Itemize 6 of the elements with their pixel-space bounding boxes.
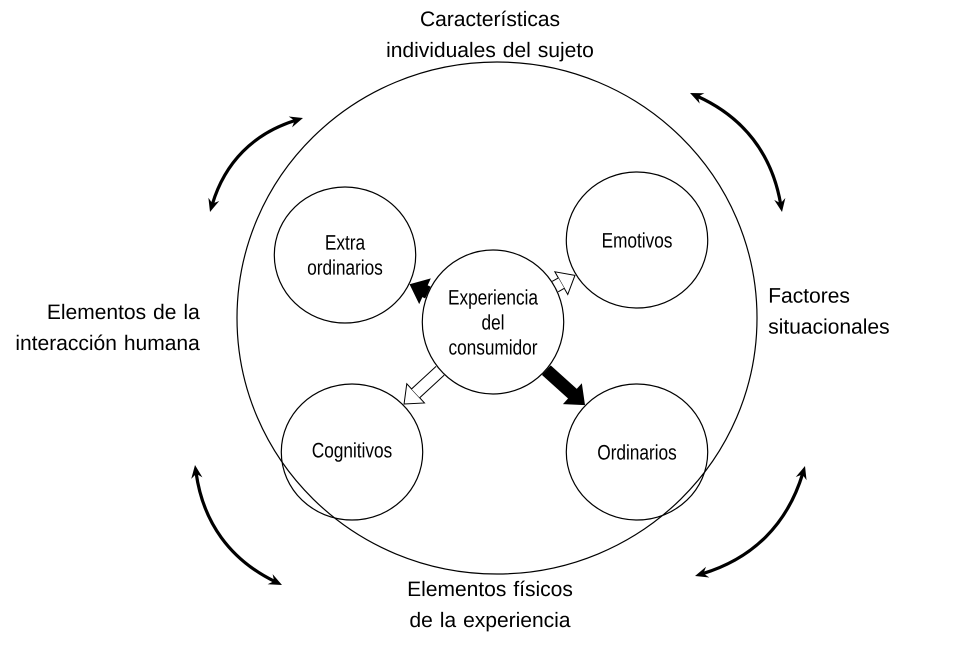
- label: Características individuales del sujeto: [388, 10, 593, 62]
- label: Elementos de la interacción humana: [16, 304, 200, 350]
- outer-circle: [236, 61, 758, 575]
- label: Elementos físicos de la experiencia: [408, 580, 572, 632]
- label: Factores situacionales: [768, 288, 889, 334]
- block-arrow: [542, 365, 585, 406]
